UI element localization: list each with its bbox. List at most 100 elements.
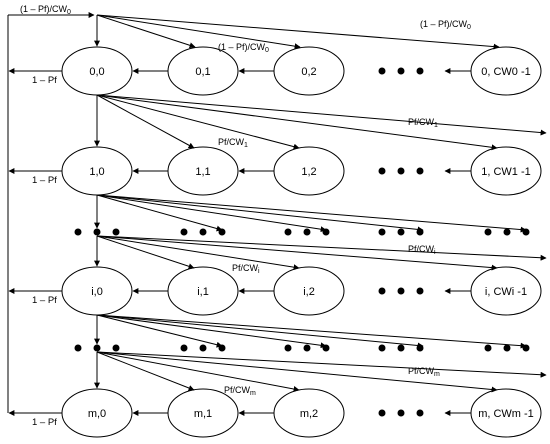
ellipsis-dot [303, 228, 311, 236]
ellipsis-dot [112, 344, 120, 352]
ellipsis-dot [322, 344, 330, 352]
incoming-arrow [96, 351, 195, 391]
ellipsis-dot [416, 409, 424, 417]
ellipsis-dot [522, 228, 530, 236]
incoming-arrow [96, 235, 547, 261]
state-node-label: 0,2 [301, 66, 316, 78]
state-node-label: 1,1 [195, 166, 210, 178]
ellipsis-dot [199, 344, 207, 352]
ellipsis-dot [322, 228, 330, 236]
state-node-label: 1, CW1 -1 [481, 166, 531, 178]
ellipsis-dot [397, 167, 405, 175]
state-node-label: i,1 [197, 286, 209, 298]
ellipsis-dot [378, 287, 386, 295]
transition-probability-label: Pf/CW1 [408, 117, 438, 129]
state-node-label: 0, CW0 -1 [481, 66, 531, 78]
ellipsis-dot [284, 228, 292, 236]
ellipsis-dot [416, 287, 424, 295]
ellipsis-dot [397, 67, 405, 75]
state-node-label: i,0 [91, 286, 103, 298]
incoming-arrow [96, 235, 195, 270]
transition-probability-label: Pf/CWm [224, 385, 256, 397]
ellipsis-dot [303, 344, 311, 352]
ellipsis-dot [484, 344, 492, 352]
row-stage-0: 1 – Pf 0,0 0,1 0,2 0, CW0 -1 (1 – Pf)/CW… [8, 4, 542, 96]
ellipsis-dot [397, 287, 405, 295]
ellipsis-dot [93, 344, 101, 352]
ellipsis-dot [503, 344, 511, 352]
transition-probability-label: Pf/CW1 [218, 137, 248, 149]
incoming-arrow [96, 94, 498, 151]
transition-probability-label: (1 – Pf)/CW0 [20, 4, 71, 16]
ellipsis-dot [218, 228, 226, 236]
fan-arrow [96, 194, 527, 233]
ellipsis-dot [180, 228, 188, 236]
state-node-label: 0,0 [89, 66, 104, 78]
transition-probability-label: Pf/CWi [408, 244, 436, 256]
incoming-arrow [96, 94, 547, 136]
incoming-arrow [96, 14, 301, 50]
row-stage-m: 1 – Pf m,0 m,1 m,2 m, CWm -1 Pf/CWm Pf/C… [8, 351, 547, 438]
loss-label: 1 – Pf [32, 75, 57, 86]
row-stage-1: 1 – Pf 1,0 1,1 1,2 1, CW1 -1 Pf/CW1 Pf/C… [8, 94, 547, 196]
state-node-label: 1,2 [301, 166, 316, 178]
transition-probability-label: Pf/CWi [232, 263, 260, 275]
fan-arrow [96, 194, 424, 233]
state-node-label: i, CWi -1 [485, 286, 527, 298]
ellipsis-dot [416, 67, 424, 75]
state-node [61, 388, 133, 438]
fan-arrow [96, 314, 527, 349]
ellipsis-dot [378, 167, 386, 175]
ellipsis-dot [378, 67, 386, 75]
state-node-label: 0,1 [195, 66, 210, 78]
state-node-label: 1,0 [89, 166, 104, 178]
state-node-label: m,1 [194, 408, 212, 420]
ellipsis-dot [378, 228, 386, 236]
ellipsis-dot [74, 228, 82, 236]
ellipsis-dot [416, 228, 424, 236]
ellipsis-dot [199, 228, 207, 236]
ellipsis-dot [378, 409, 386, 417]
ellipsis-band-upper [74, 194, 530, 236]
fan-arrow [96, 194, 327, 233]
state-node-label: m, CWm -1 [478, 408, 534, 420]
ellipsis-dot [522, 344, 530, 352]
ellipsis-dot [74, 344, 82, 352]
incoming-arrow [96, 351, 547, 378]
transition-probability-label: (1 – Pf)/CW0 [420, 19, 471, 31]
ellipsis-dot [397, 344, 405, 352]
ellipsis-dot [180, 344, 188, 352]
ellipsis-dot [93, 228, 101, 236]
ellipsis-band-lower [74, 314, 530, 352]
loss-label: 1 – Pf [32, 295, 57, 306]
ellipsis-dot [218, 344, 226, 352]
incoming-arrow [96, 94, 195, 149]
fan-arrow [96, 194, 223, 232]
fan-arrow [96, 314, 327, 349]
ellipsis-dot [503, 228, 511, 236]
transition-probability-label: Pf/CWm [408, 366, 440, 378]
incoming-arrow [96, 14, 196, 49]
ellipsis-dot [416, 344, 424, 352]
ellipsis-dot [416, 167, 424, 175]
ellipsis-dot [484, 228, 492, 236]
ellipsis-dot [397, 228, 405, 236]
incoming-arrow [96, 235, 498, 271]
loss-label: 1 – Pf [32, 417, 57, 428]
state-node-label: m,2 [300, 408, 318, 420]
ellipsis-dot [397, 409, 405, 417]
incoming-arrow [96, 351, 300, 392]
fan-arrow [96, 314, 424, 349]
incoming-arrow [96, 351, 498, 393]
incoming-arrow [96, 235, 300, 271]
incoming-arrow [96, 14, 500, 50]
row-stage-i: 1 – Pf i,0 i,1 i,2 i, CWi -1 Pf/CWi Pf/C… [8, 235, 547, 316]
transition-probability-label: (1 – Pf)/CW0 [218, 42, 269, 54]
ellipsis-dot [112, 228, 120, 236]
incoming-arrow [96, 94, 300, 150]
ellipsis-dot [378, 344, 386, 352]
ellipsis-dot [284, 344, 292, 352]
state-node-label: i,2 [303, 286, 315, 298]
state-node-label: m,0 [88, 408, 106, 420]
